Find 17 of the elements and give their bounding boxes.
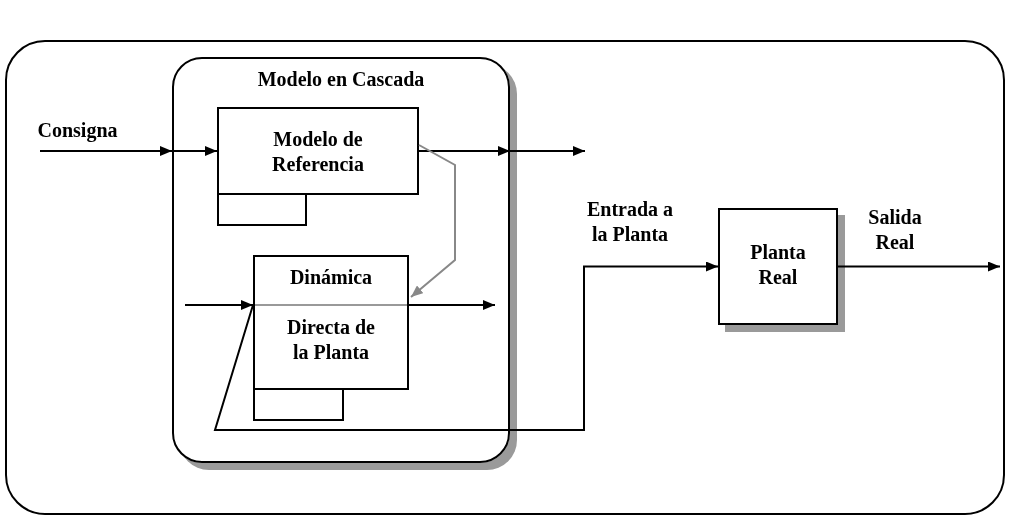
- arrow: [184, 300, 254, 310]
- arrow: [418, 146, 586, 156]
- process-box: [253, 255, 409, 390]
- node-label: Directa de la Planta: [286, 315, 376, 365]
- node-label: Planta Real: [749, 240, 807, 290]
- node-label: Dinámica: [288, 265, 374, 290]
- process-box: [217, 107, 419, 195]
- arrow: [837, 261, 1001, 272]
- tag-box: [253, 388, 344, 421]
- arrow: [410, 144, 456, 298]
- arrow: [408, 300, 496, 310]
- node-label: Modelo de Referencia: [271, 127, 365, 177]
- tag-box: [217, 193, 307, 226]
- frame-background: [5, 40, 1005, 515]
- node-label: Modelo en Cascada: [256, 67, 426, 92]
- arrow: [39, 146, 218, 156]
- arrow: [213, 261, 719, 431]
